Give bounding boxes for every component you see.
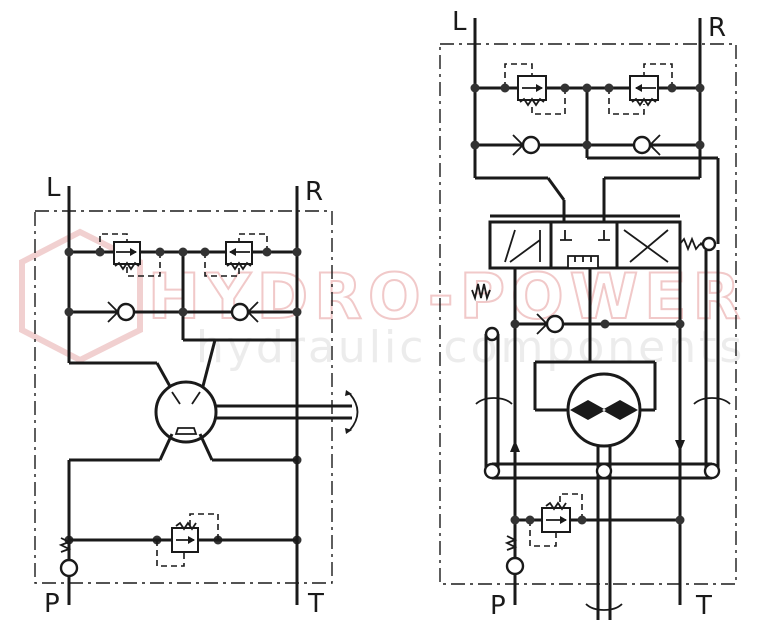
left-schematic: L R P T <box>34 173 359 619</box>
right-label-p: P <box>490 591 506 621</box>
right-control-valve <box>488 214 717 270</box>
left-label-p: P <box>44 589 60 619</box>
left-relief-valve-1 <box>99 233 161 277</box>
right-side-ducts <box>475 250 731 480</box>
right-hydraulic-motor <box>566 372 642 620</box>
left-main-relief-valve <box>156 513 219 567</box>
watermark-logo-icon <box>19 228 143 364</box>
valve-spring-icon <box>679 236 701 252</box>
right-unit-boundary <box>439 43 737 585</box>
right-schematic: L R P T <box>439 7 737 621</box>
watermark-tagline: hydraulic components <box>196 322 745 373</box>
shaft-rotation-arrow-icon <box>585 603 623 611</box>
right-inlet-check-valve <box>504 535 525 576</box>
left-rotation-arrow-icon <box>349 393 359 431</box>
watermark: HYDRO-POWER hydraulic components <box>19 228 746 373</box>
right-check-valve-3 <box>510 313 685 335</box>
right-label-l: L <box>452 7 467 37</box>
right-main-relief-valve <box>510 493 685 547</box>
right-duct-rotation-icon <box>693 397 731 405</box>
left-unit-boundary <box>34 210 333 584</box>
left-check-valve-1 <box>107 301 136 323</box>
detent-spring-icon <box>471 283 491 302</box>
left-label-l: L <box>46 173 61 203</box>
right-label-t: T <box>695 591 712 621</box>
right-relief-valve-2 <box>608 63 673 115</box>
right-check-valve-2 <box>632 134 661 156</box>
left-duct-rotation-icon <box>475 397 513 405</box>
left-relief-valve-2 <box>204 233 268 277</box>
right-port-lines <box>473 18 720 244</box>
right-label-r: R <box>708 13 726 43</box>
right-relief-valve-1 <box>504 63 566 115</box>
right-check-valve-1 <box>512 134 541 156</box>
left-check-valve-2 <box>230 301 259 323</box>
left-label-t: T <box>307 589 324 619</box>
left-steering-unit <box>154 380 359 444</box>
watermark-brand: HYDRO-POWER <box>148 260 746 333</box>
left-inlet-check-valve <box>58 537 79 578</box>
right-junctions-upper <box>470 83 705 150</box>
left-label-r: R <box>305 177 323 207</box>
